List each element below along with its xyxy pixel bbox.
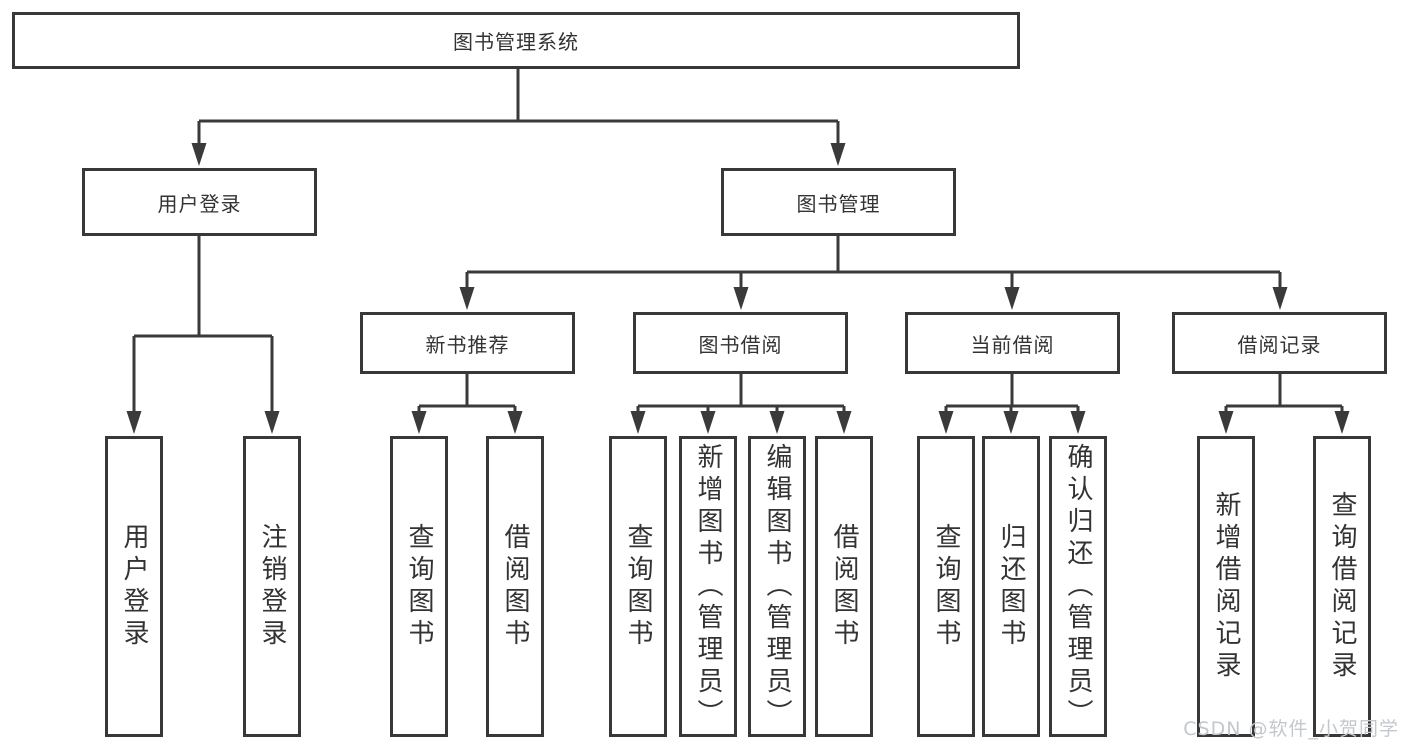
connector-user-login-to-leaves [126,236,280,434]
node-user-login: 用户登录 [82,168,317,236]
node-root-label: 图书管理系统 [453,30,579,54]
leaf-newbooks-query: 查询图书 [390,436,448,737]
node-user-login-label: 用户登录 [157,191,242,216]
connector-new-books-to-leaves [411,374,523,434]
leaf-current-query-label: 查询图书 [931,522,961,651]
leaf-borrowing-borrow: 借阅图书 [815,436,873,737]
node-new-books-label: 新书推荐 [425,332,510,357]
node-current-borrow: 当前借阅 [905,312,1120,374]
leaf-logout-label: 注销登录 [257,522,287,651]
connector-current-to-leaves [938,374,1086,434]
node-current-borrow-label: 当前借阅 [970,332,1055,357]
leaf-borrowing-query: 查询图书 [609,436,667,737]
leaf-login: 用户登录 [105,436,163,737]
leaf-current-query: 查询图书 [917,436,975,737]
watermark: CSDN @软件_小贺同学 [1183,718,1399,740]
node-borrowing: 图书借阅 [633,312,848,374]
leaf-borrowing-edit-label: 编辑图书（管理员） [762,442,792,731]
connector-borrowing-to-leaves [630,374,852,434]
node-book-mgmt: 图书管理 [721,168,956,236]
node-root: 图书管理系统 [12,12,1020,69]
leaf-borrowing-edit: 编辑图书（管理员） [748,436,806,737]
leaf-borrowing-query-label: 查询图书 [623,522,653,651]
connector-book-mgmt-to-level3 [459,236,1288,310]
node-borrowing-label: 图书借阅 [698,332,783,357]
leaf-current-confirm: 确认归还（管理员） [1049,436,1107,737]
leaf-borrowing-borrow-label: 借阅图书 [829,522,859,651]
leaf-current-return: 归还图书 [982,436,1040,737]
leaf-records-query: 查询借阅记录 [1313,436,1371,737]
leaf-logout: 注销登录 [243,436,301,737]
leaf-newbooks-query-label: 查询图书 [404,522,434,651]
connector-root-to-level2 [191,69,846,166]
leaf-login-label: 用户登录 [119,522,149,651]
leaf-records-add-label: 新增借阅记录 [1211,490,1241,683]
leaf-newbooks-borrow: 借阅图书 [486,436,544,737]
leaf-records-query-label: 查询借阅记录 [1327,490,1357,683]
leaf-borrowing-add: 新增图书（管理员） [679,436,737,737]
leaf-newbooks-borrow-label: 借阅图书 [500,522,530,651]
leaf-current-confirm-label: 确认归还（管理员） [1063,442,1093,731]
node-new-books: 新书推荐 [360,312,575,374]
leaf-records-add: 新增借阅记录 [1197,436,1255,737]
node-borrow-records-label: 借阅记录 [1237,332,1322,357]
node-borrow-records: 借阅记录 [1172,312,1387,374]
leaf-current-return-label: 归还图书 [996,522,1026,651]
node-book-mgmt-label: 图书管理 [796,191,881,216]
connector-records-to-leaves [1218,374,1350,434]
leaf-borrowing-add-label: 新增图书（管理员） [693,442,723,731]
